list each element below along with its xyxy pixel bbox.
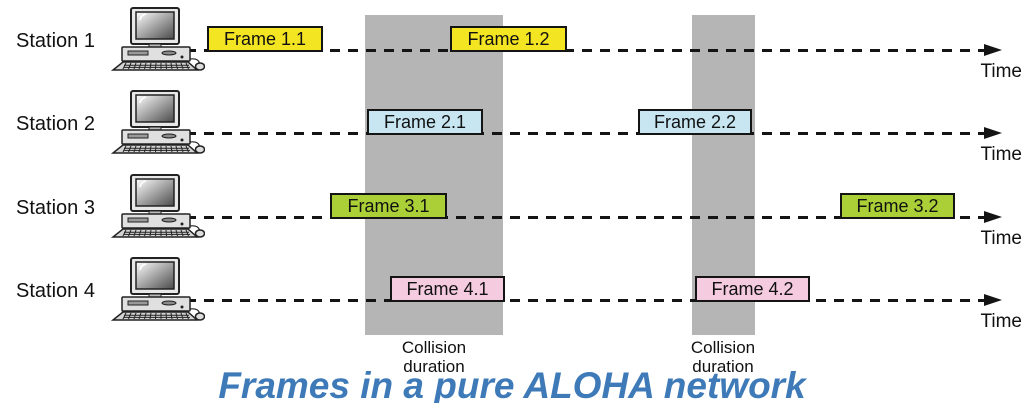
arrow-right-icon [984, 211, 1002, 223]
computer-icon [105, 90, 205, 154]
frame-label: Frame 3.1 [347, 195, 430, 216]
station-4-label: Station 4 [16, 280, 95, 302]
diagram-caption: Frames in a pure ALOHA network [218, 365, 806, 403]
collision-duration-label-1: Collision duration [374, 338, 494, 376]
collision-duration-label-2: Collision duration [663, 338, 783, 376]
frame-1-1: Frame 1.1 [207, 26, 323, 52]
frame-label: Frame 3.2 [856, 195, 939, 216]
frame-label: Frame 2.1 [383, 111, 467, 132]
collision-label-line2: duration [692, 357, 754, 376]
arrow-right-icon [984, 44, 1002, 56]
timeline-station-2 [186, 132, 986, 135]
timeline-station-1 [186, 49, 986, 52]
time-axis-label: Time [980, 61, 1022, 82]
frame-label: Frame 4.1 [406, 278, 489, 299]
collision-label-line2: duration [403, 357, 465, 376]
frame-2-1: Frame 2.1 [367, 109, 483, 135]
frame-4-2: Frame 4.2 [695, 276, 810, 302]
frame-3-1: Frame 3.1 [330, 193, 447, 219]
frame-label: Frame 4.2 [711, 278, 794, 299]
computer-icon [105, 174, 205, 238]
frame-2-2: Frame 2.2 [638, 109, 752, 135]
collision-label-line1: Collision [690, 338, 756, 357]
arrow-right-icon [984, 294, 1002, 306]
collision-label-line1: Collision [401, 338, 467, 357]
frame-label: Frame 1.1 [223, 28, 307, 49]
computer-icon [105, 7, 205, 71]
station-2-label: Station 2 [16, 113, 95, 135]
timeline-station-4 [186, 299, 986, 302]
frame-1-2: Frame 1.2 [450, 26, 567, 52]
computer-icon [105, 257, 205, 321]
frame-label: Frame 1.2 [467, 28, 550, 49]
arrow-right-icon [984, 127, 1002, 139]
frame-3-2: Frame 3.2 [840, 193, 955, 219]
time-axis-label: Time [980, 144, 1022, 165]
timeline-station-3 [186, 216, 986, 219]
station-3-label: Station 3 [16, 197, 95, 219]
time-axis-label: Time [980, 228, 1022, 249]
frame-label: Frame 2.2 [653, 111, 737, 132]
time-axis-label: Time [980, 311, 1022, 332]
frame-4-1: Frame 4.1 [390, 276, 505, 302]
station-1-label: Station 1 [16, 30, 95, 52]
